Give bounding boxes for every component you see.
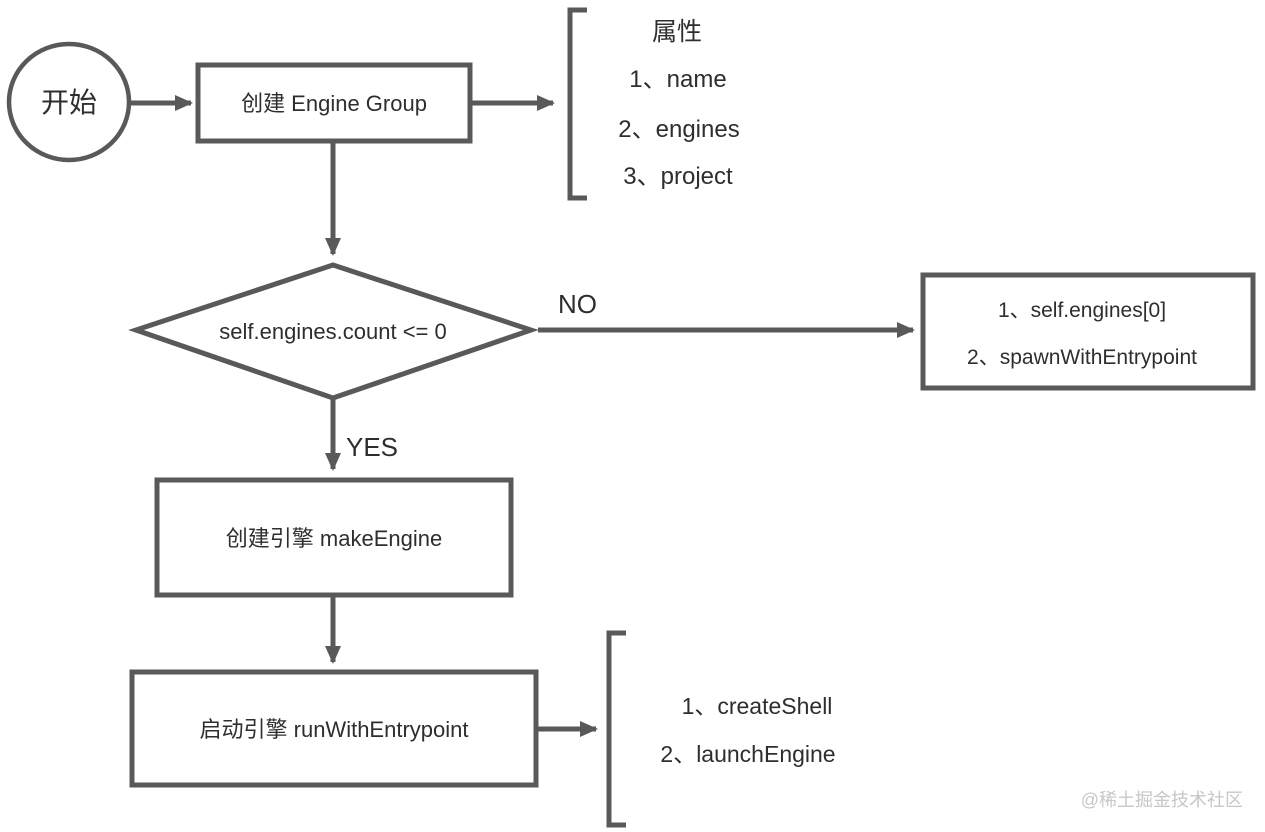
run-engine-label: 启动引擎 runWithEntrypoint	[200, 717, 469, 742]
existing-engine-item-2: 2、spawnWithEntrypoint	[967, 346, 1197, 369]
make-engine-label: 创建引擎 makeEngine	[226, 526, 442, 551]
edge-label-yes: YES	[346, 432, 398, 462]
properties-bracket	[567, 7, 587, 201]
edge-label-no: NO	[558, 289, 597, 319]
decision-label: self.engines.count <= 0	[219, 319, 447, 344]
create-engine-group-node	[195, 62, 473, 144]
run-steps-item-1: 1、createShell	[682, 693, 833, 719]
existing-engine-node	[920, 272, 1256, 391]
properties-item-2: 2、engines	[618, 116, 739, 143]
create-engine-group-label: 创建 Engine Group	[241, 91, 427, 116]
run-steps-item-2: 2、launchEngine	[660, 741, 835, 767]
decision-node	[128, 262, 539, 401]
start-node-label: 开始	[41, 87, 97, 118]
existing-engine-item-1: 1、self.engines[0]	[998, 299, 1166, 322]
properties-item-3: 3、project	[623, 163, 733, 190]
start-node	[6, 41, 132, 163]
make-engine-node	[154, 477, 514, 598]
run-steps-bracket	[606, 630, 626, 828]
run-engine-node	[129, 669, 539, 788]
watermark: @稀土掘金技术社区	[1081, 790, 1243, 810]
properties-title: 属性	[652, 18, 702, 46]
properties-item-1: 1、name	[629, 66, 726, 93]
